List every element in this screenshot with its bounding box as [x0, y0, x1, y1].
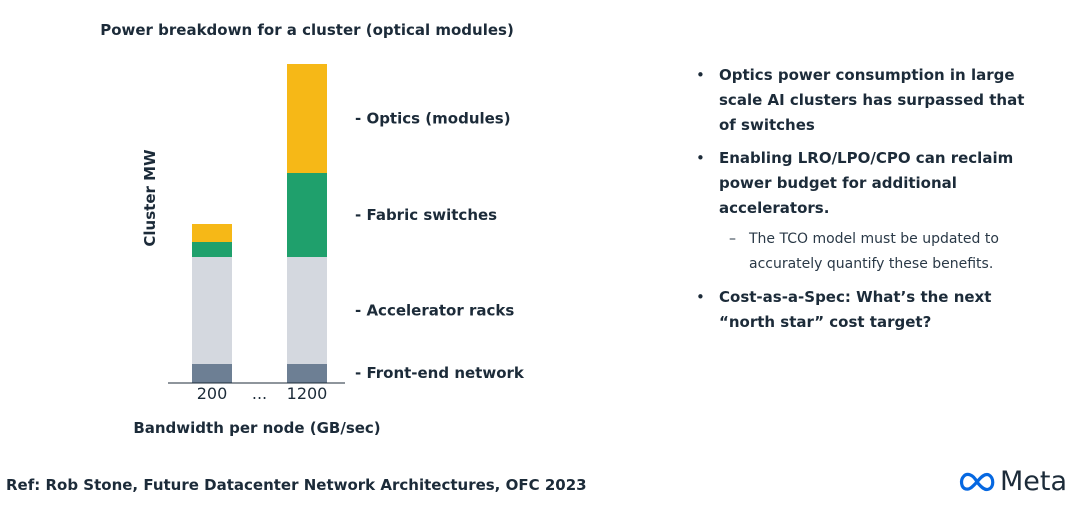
bar-segment: [287, 64, 327, 173]
y-axis-label: Cluster MW: [141, 149, 159, 247]
legend-group: - Front-end network - Accelerator racks - …: [355, 110, 525, 383]
x-ticks-group: 200 1200...: [197, 384, 328, 403]
x-tick-label: 200: [197, 384, 228, 403]
legend-label: - Fabric switches: [355, 206, 497, 224]
stacked-bar-chart: Power breakdown for a cluster (optical m…: [100, 21, 525, 437]
x-axis-gap-label: ...: [252, 384, 267, 403]
bar-segment: [192, 242, 232, 257]
bar-segment: [192, 257, 232, 364]
bars-group: [192, 64, 327, 383]
sub-bullet-item: The TCO model must be updated to accurat…: [719, 227, 1044, 277]
reference-text: Ref: Rob Stone, Future Datacenter Networ…: [6, 476, 587, 494]
x-tick-label: 1200: [287, 384, 328, 403]
bar-segment: [192, 224, 232, 242]
legend-label: - Optics (modules): [355, 110, 511, 128]
bar-segment: [287, 173, 327, 257]
meta-infinity-icon: [959, 472, 995, 491]
bar-segment: [287, 257, 327, 364]
bullet-item: Optics power consumption in large scale …: [694, 63, 1044, 138]
chart-title: Power breakdown for a cluster (optical m…: [100, 21, 514, 39]
bullet-item: Enabling LRO/LPO/CPO can reclaim power b…: [694, 146, 1044, 277]
brand-wordmark: Meta: [1000, 466, 1068, 497]
bar-segment: [287, 364, 327, 383]
x-axis-label: Bandwidth per node (GB/sec): [133, 419, 380, 437]
bullet-list: Optics power consumption in large scale …: [694, 63, 1044, 343]
sub-bullet-list: The TCO model must be updated to accurat…: [719, 227, 1044, 277]
legend-label: - Accelerator racks: [355, 302, 514, 320]
bullet-item: Cost-as-a-Spec: What’s the next “north s…: [694, 285, 1044, 335]
meta-logo: Meta: [958, 466, 1067, 497]
legend-label: - Front-end network: [355, 364, 525, 382]
bar-segment: [192, 364, 232, 383]
